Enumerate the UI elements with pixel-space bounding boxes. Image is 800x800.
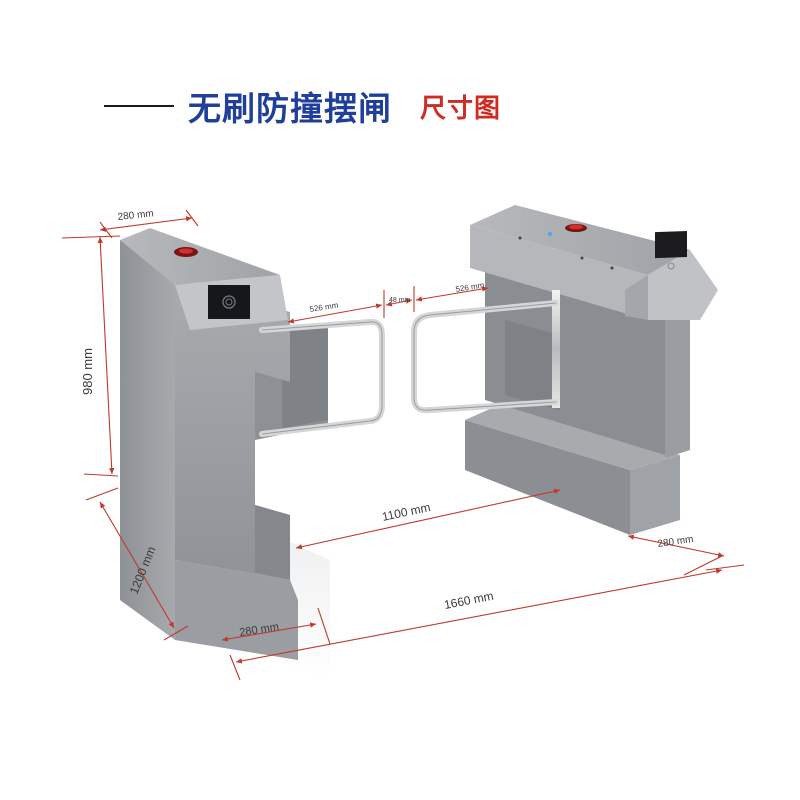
dim-top-width: 280 mm	[117, 208, 154, 223]
title-row: 无刷防撞摆闸 尺寸图	[104, 82, 501, 130]
dim-gap-middle: 48 mm	[389, 297, 411, 304]
title-rule	[104, 105, 174, 107]
right-cabinet	[465, 205, 718, 535]
dim-right-base: 280 mm	[657, 534, 694, 550]
dimension-lines	[61, 209, 745, 681]
dim-gap-right-arm: 526 mm	[455, 281, 485, 294]
dim-height: 980 mm	[80, 348, 95, 395]
right-swing-arm	[411, 290, 560, 414]
title-sub: 尺寸图	[420, 93, 502, 124]
dim-total-width: 1660 mm	[443, 589, 495, 612]
dim-gap-left-arm: 526 mm	[309, 301, 339, 314]
title-main: 无刷防撞摆闸	[188, 89, 392, 128]
